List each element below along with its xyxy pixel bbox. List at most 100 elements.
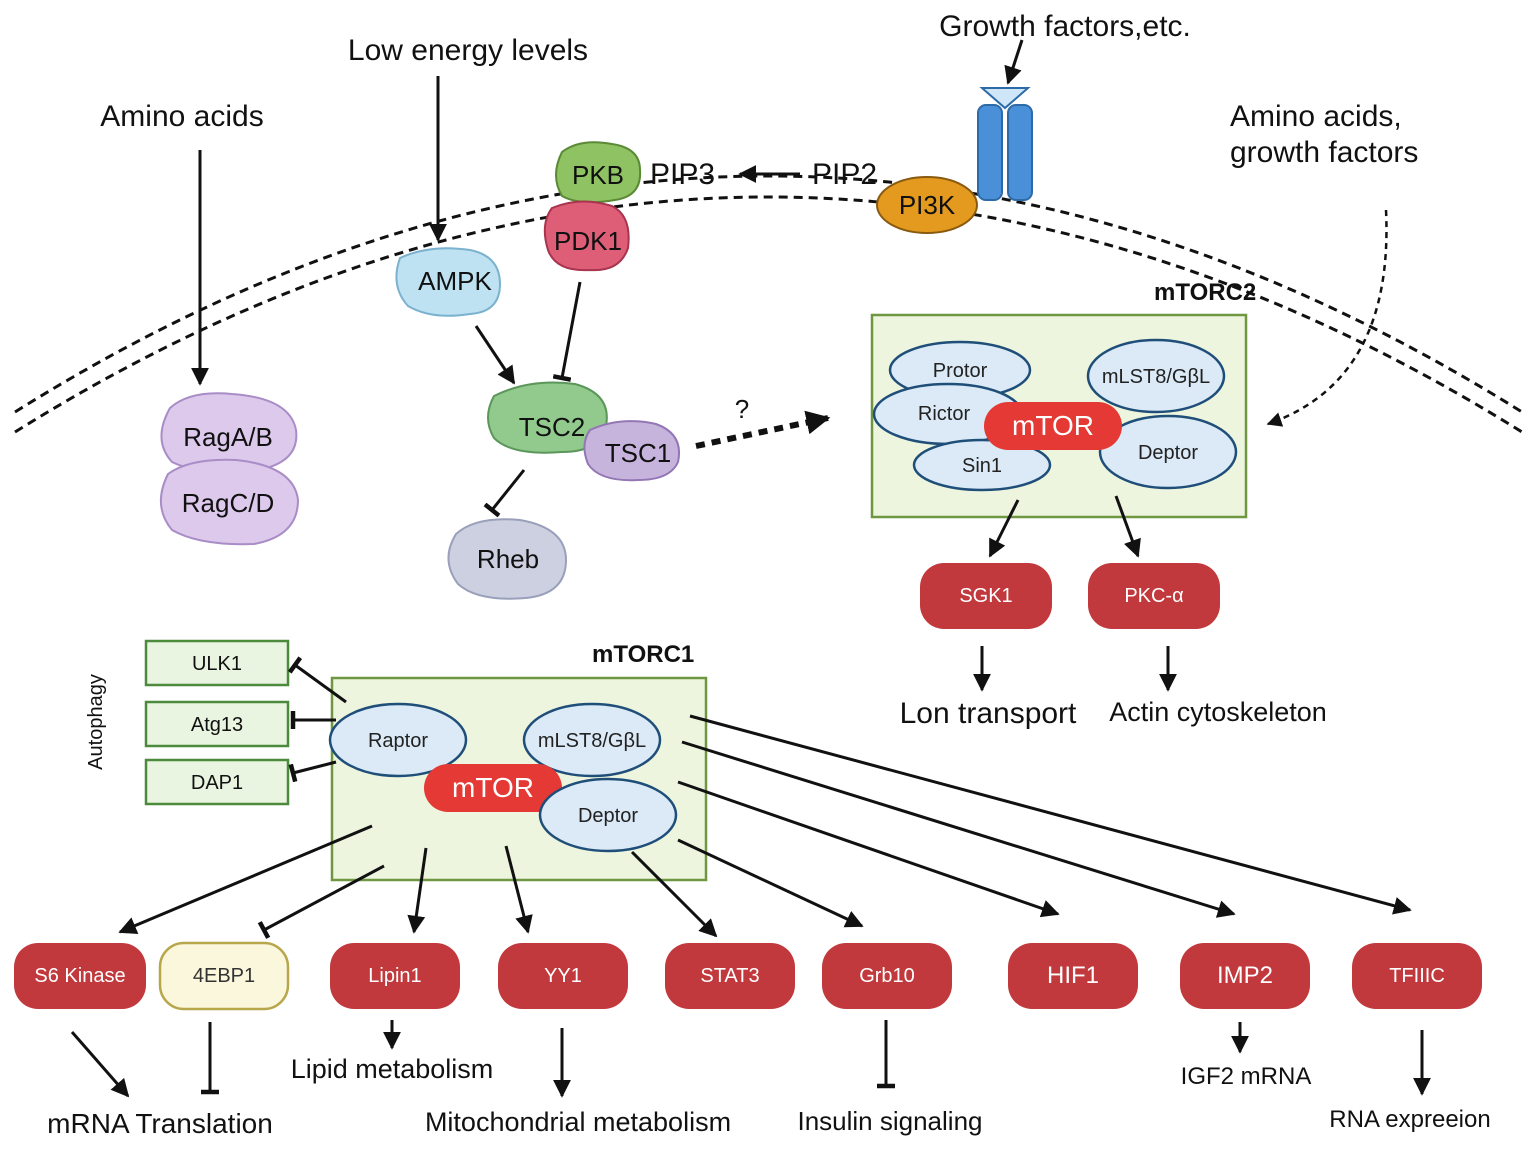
- mtorc1-title: mTORC1: [592, 641, 694, 668]
- growth-factors-label: Growth factors,etc.: [939, 10, 1191, 43]
- ragc-label: RagC/D: [182, 488, 274, 518]
- pi3k-label: PI3K: [899, 190, 956, 220]
- mtorc1-mtor-label: mTOR: [452, 772, 534, 803]
- s6k-to-translation-arrow: [70, 1031, 130, 1098]
- pkb-label: PKB: [572, 160, 624, 190]
- lipin1-box: [330, 943, 460, 1009]
- amino-growth-label-2: growth factors: [1230, 136, 1418, 169]
- pdk1-node: [543, 200, 630, 272]
- atg13-box: [144, 700, 290, 748]
- atg13-label: Atg13: [191, 714, 243, 736]
- sgk1-label: SGK1: [959, 585, 1012, 607]
- imp2-label: IMP2: [1217, 962, 1273, 989]
- mtorc2-to-sgk1-arrow: [988, 499, 1020, 558]
- ion-transport-label: Lon transport: [900, 697, 1077, 730]
- mtorc2-mtor: [984, 402, 1122, 450]
- hif1-label: HIF1: [1047, 962, 1099, 989]
- mtorc1-to-s6k-arrow: [118, 824, 373, 935]
- rheb-label: Rheb: [477, 544, 539, 574]
- pip2-label: PIP2: [812, 158, 877, 191]
- rheb-node: [447, 518, 568, 600]
- ragc-node: [160, 458, 300, 546]
- mtorc1-to-hif1-arrow: [677, 780, 1060, 918]
- s6k-box: [14, 943, 146, 1009]
- tsc2-label: TSC2: [519, 412, 585, 442]
- hif1-box: [1008, 943, 1138, 1009]
- pi3k-node: [876, 176, 978, 234]
- mtorc1-mlst8-label: mLST8/GβL: [538, 730, 646, 752]
- mtorc2-protor-label: Protor: [933, 360, 988, 382]
- ulk1-label: ULK1: [192, 653, 242, 675]
- mtorc2-sin1-label: Sin1: [962, 455, 1002, 477]
- cell-membrane-inner: [14, 195, 1523, 434]
- lipin1-label: Lipin1: [368, 965, 421, 987]
- low-energy-label: Low energy levels: [348, 34, 588, 67]
- amino-growth-label-1: Amino acids,: [1230, 100, 1402, 133]
- mtorc1-raptor: [328, 702, 468, 778]
- cell-membrane-outer: [14, 174, 1523, 414]
- s6k-label: S6 Kinase: [34, 965, 125, 987]
- igf2-mrna-label: IGF2 mRNA: [1181, 1063, 1312, 1090]
- amino-acids-label: Amino acids: [100, 100, 263, 133]
- mtorc1-mlst8: [522, 702, 662, 778]
- imp2-box: [1180, 943, 1310, 1009]
- ampk-node: [395, 247, 502, 317]
- raga-node: [160, 392, 298, 473]
- pdk1-inhibit-tsc2: [552, 281, 582, 382]
- mtorc2-mtor-label: mTOR: [1012, 410, 1094, 441]
- mtorc1-to-lipin1-arrow: [407, 847, 428, 934]
- mtorc1-to-yy1-arrow: [504, 845, 533, 934]
- mtorc1-to-tfiiic-arrow: [689, 714, 1412, 915]
- receptor-icon: [977, 87, 1033, 201]
- ampk-to-tsc2-arrow: [474, 325, 516, 385]
- yy1-box: [498, 943, 628, 1009]
- mtorc1-inhibit-4ebp1: [257, 864, 385, 939]
- mtorc1-to-stat3-arrow: [630, 850, 718, 938]
- raptor-inhibit-ulk1: [287, 656, 347, 704]
- mrna-translation-label: mRNA Translation: [47, 1108, 273, 1139]
- raptor-inhibit-dap1: [288, 760, 337, 783]
- tsc1-node: [583, 420, 680, 482]
- autophagy-label: Autophagy: [85, 674, 107, 770]
- mtorc2-sin1: [912, 438, 1052, 492]
- grb10-box: [822, 943, 952, 1009]
- tsc1-label: TSC1: [605, 438, 671, 468]
- amino-growth-dotted-arrow: [1266, 209, 1388, 427]
- tsc2-inhibit-rheb: [483, 469, 526, 518]
- pkc-box: [1088, 563, 1220, 629]
- mito-metabolism-label: Mitochondrial metabolism: [425, 1107, 731, 1137]
- mtorc2-deptor-label: Deptor: [1138, 442, 1198, 464]
- grb10-label: Grb10: [859, 965, 915, 987]
- pdk1-label: PDK1: [554, 226, 622, 256]
- raga-label: RagA/B: [183, 422, 273, 452]
- tfiiic-box: [1352, 943, 1482, 1009]
- mtorc1-to-imp2-arrow: [681, 740, 1236, 918]
- ebp1-label: 4EBP1: [193, 965, 255, 987]
- mtorc2-title: mTORC2: [1154, 279, 1256, 306]
- ebp1-box: [158, 941, 290, 1011]
- lipid-metabolism-label: Lipid metabolism: [291, 1054, 494, 1084]
- ulk1-box: [144, 639, 290, 687]
- mtorc2-to-pkc-arrow: [1114, 495, 1141, 558]
- question-mark: ?: [735, 394, 749, 424]
- pkc-label: PKC-α: [1124, 585, 1183, 607]
- actin-label: Actin cytoskeleton: [1109, 697, 1327, 727]
- mtorc2-rictor-label: Rictor: [918, 403, 971, 425]
- dap1-box: [144, 758, 290, 806]
- ampk-label: AMPK: [418, 266, 492, 296]
- mtorc2-mlst8: [1086, 338, 1226, 414]
- rna-expression-label: RNA expreeion: [1329, 1106, 1490, 1133]
- stat3-label: STAT3: [700, 965, 759, 987]
- mtorc2-deptor: [1098, 414, 1238, 490]
- sgk1-box: [920, 563, 1052, 629]
- mtorc1-mtor: [424, 764, 562, 812]
- mtorc1-to-grb10-arrow: [677, 838, 864, 928]
- insulin-signaling-label: Insulin signaling: [797, 1106, 982, 1136]
- mtorc1-deptor-label: Deptor: [578, 805, 638, 827]
- stat3-box: [665, 943, 795, 1009]
- yy1-label: YY1: [544, 965, 582, 987]
- tfiiic-label: TFIIIC: [1389, 965, 1445, 987]
- growth-factor-arrow: [1004, 39, 1024, 85]
- mtorc2-mlst8-label: mLST8/GβL: [1102, 366, 1210, 388]
